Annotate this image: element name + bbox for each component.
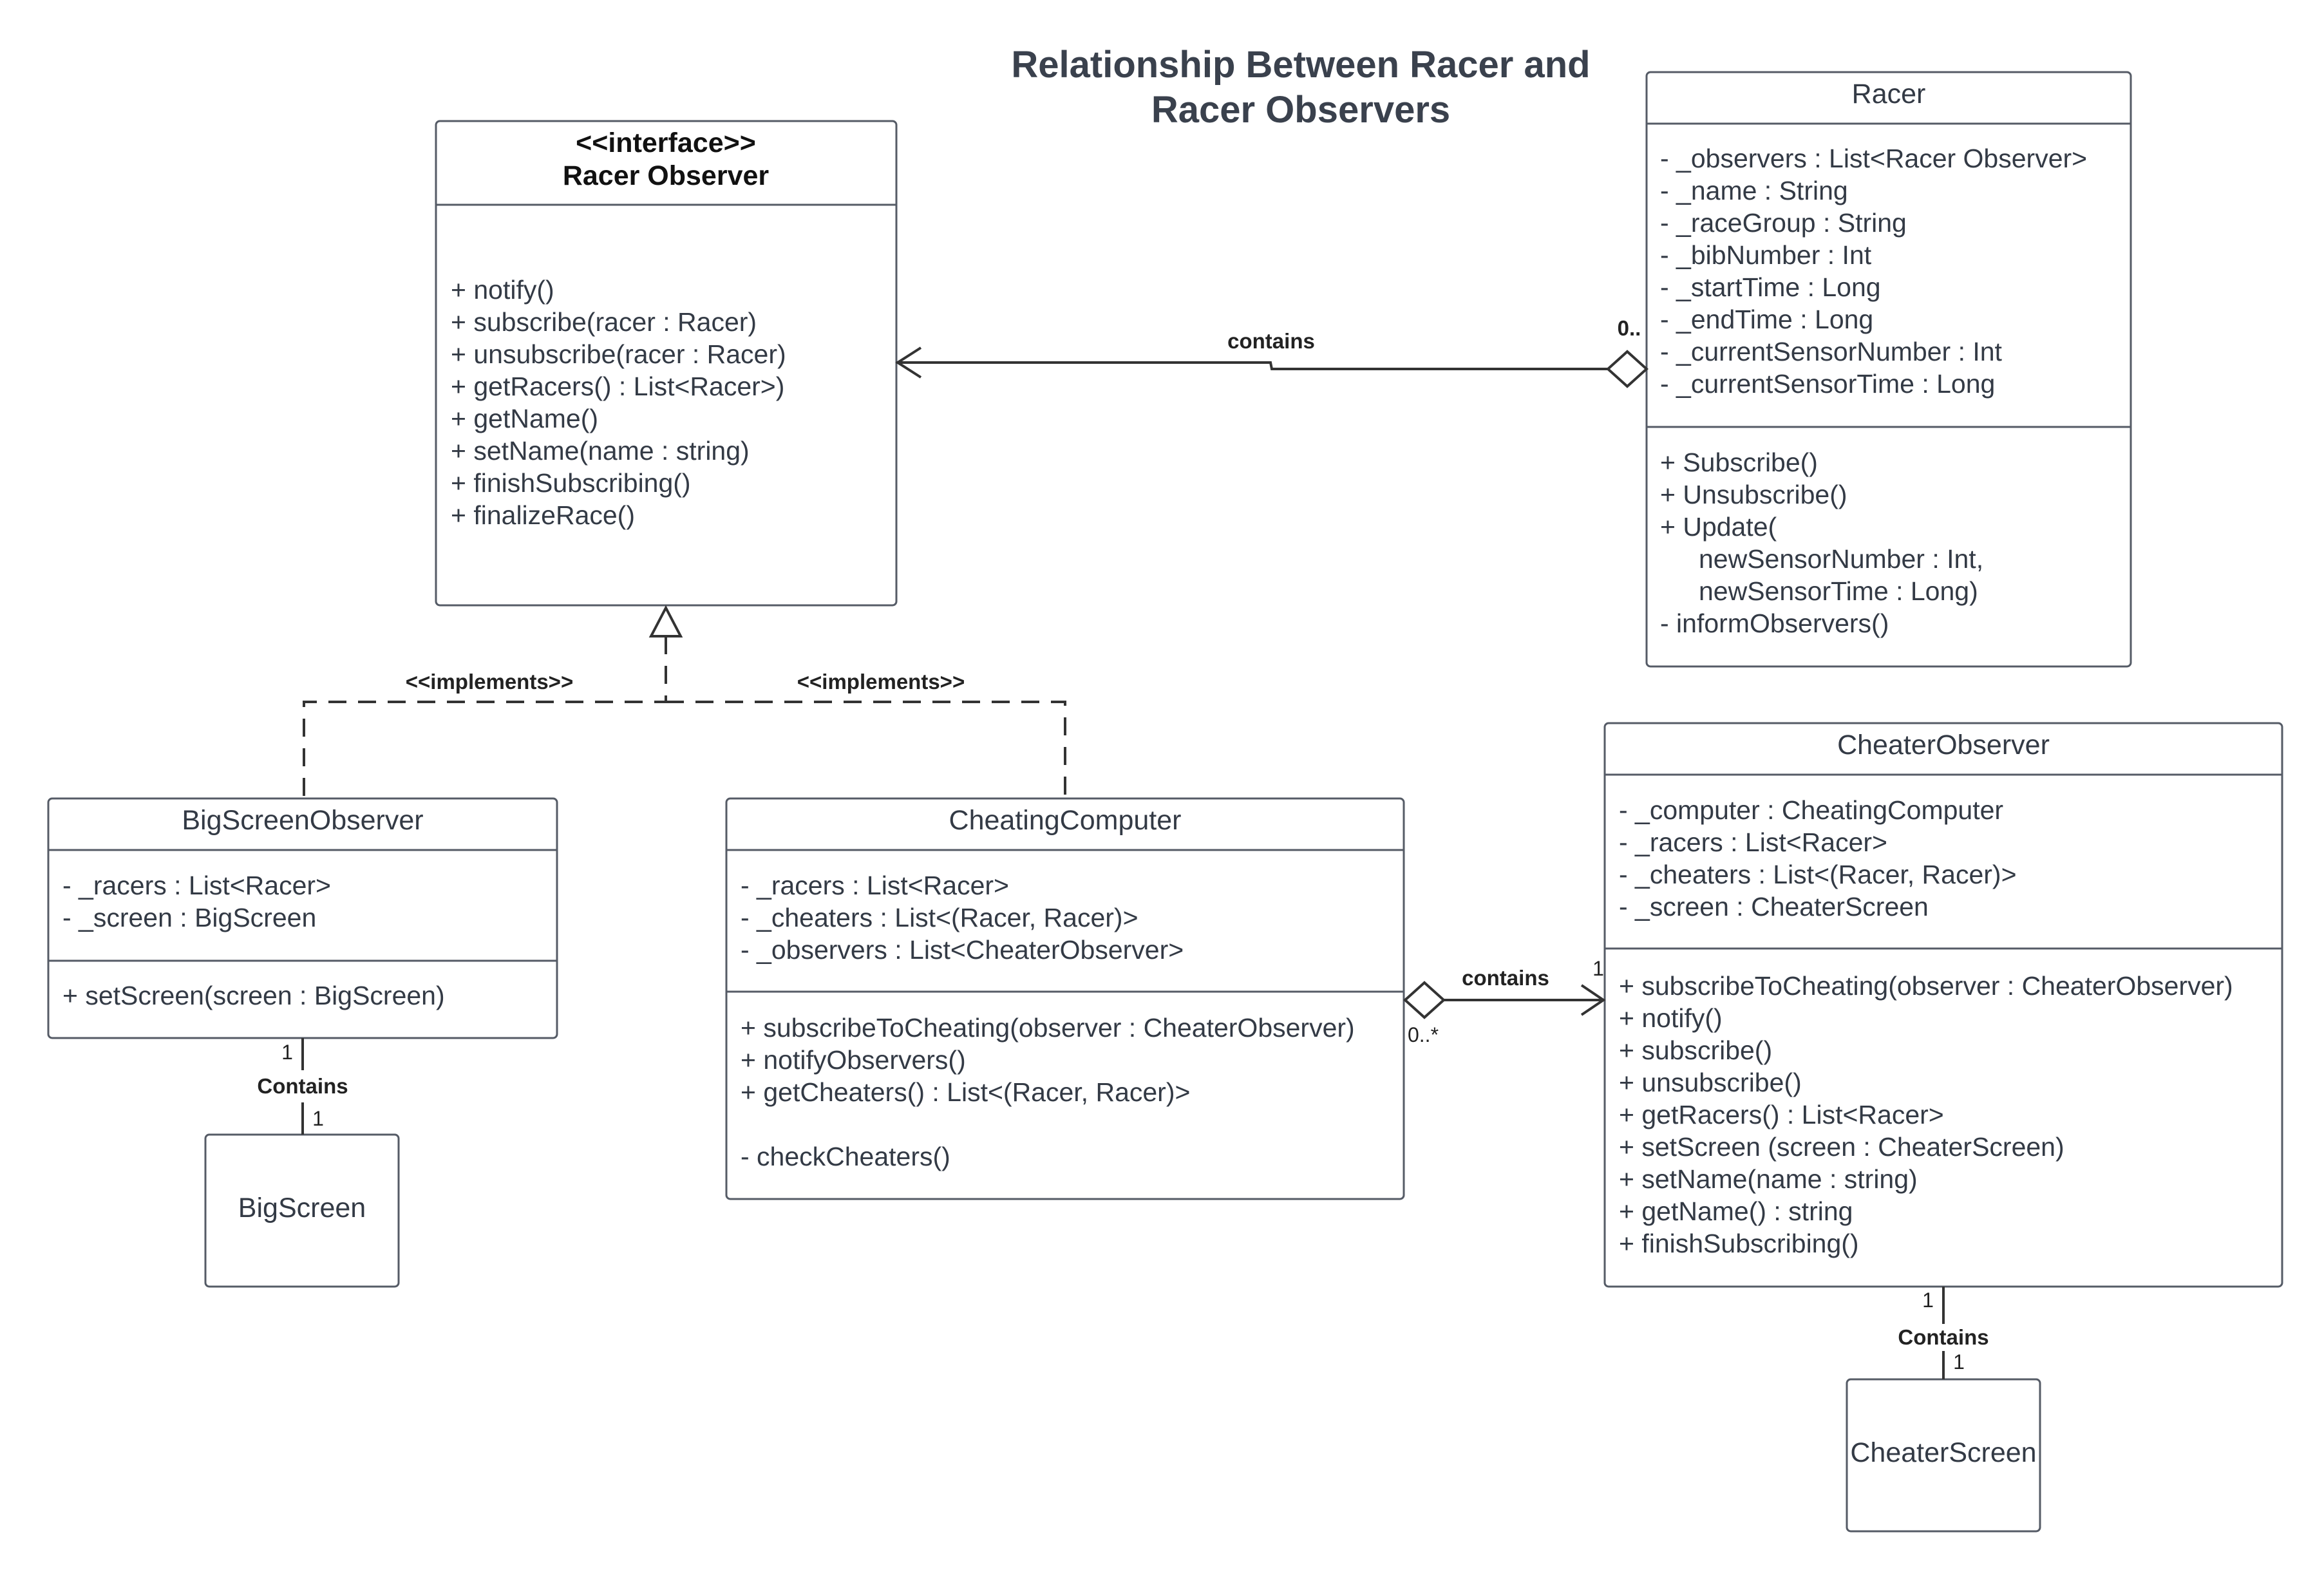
diagram-title-line-1: Relationship Between Racer and <box>1011 44 1590 86</box>
method-text: - informObservers() <box>1660 609 1889 638</box>
multiplicity-label: 1 <box>1592 957 1604 980</box>
attribute-text: - _observers : List<Racer Observer> <box>1660 144 2087 173</box>
method-text: + finishSubscribing() <box>451 468 691 498</box>
method-text: + getRacers() : List<Racer>) <box>451 372 784 401</box>
method-text: + getCheaters() : List<(Racer, Racer)> <box>741 1077 1190 1107</box>
attribute-text: - _observers : List<CheaterObserver> <box>741 935 1184 965</box>
method-text: newSensorNumber : Int, <box>1699 544 1983 574</box>
method-text: + setScreen (screen : CheaterScreen) <box>1619 1132 2064 1162</box>
method-text: + subscribeToCheating(observer : Cheater… <box>741 1013 1355 1043</box>
class-cheater-screen[interactable]: CheaterScreen <box>1846 1378 2041 1533</box>
racer-observer-stereotype: <<interface>> <box>576 127 756 158</box>
attribute-text: - _endTime : Long <box>1660 305 1873 334</box>
method-text: + Subscribe() <box>1660 448 1818 477</box>
method-text: + finishSubscribing() <box>1619 1229 1859 1258</box>
relation-cheaterscreen-contains: Contains 1 1 <box>1898 1287 1989 1379</box>
attribute-text: - _computer : CheatingComputer <box>1619 795 2003 825</box>
attribute-text: - _racers : List<Racer> <box>1619 827 1887 857</box>
diagram-title-line-2: Racer Observers <box>1151 89 1450 131</box>
attribute-text: - _currentSensorNumber : Int <box>1660 337 2003 366</box>
method-text: + unsubscribe(racer : Racer) <box>451 339 786 369</box>
method-text: + setName(name : string) <box>451 436 750 466</box>
class-cheater-observer[interactable]: CheaterObserver - _computer : CheatingCo… <box>1603 722 2283 1288</box>
attribute-text: - _screen : CheaterScreen <box>1619 892 1929 921</box>
attribute-text: - _cheaters : List<(Racer, Racer)> <box>741 903 1138 932</box>
racer-observer-methods: + notify() + subscribe(racer : Racer) + … <box>451 275 786 530</box>
racer-methods: + Subscribe() + Unsubscribe() + Update( … <box>1660 448 1983 638</box>
method-text: + getRacers() : List<Racer> <box>1619 1100 1944 1129</box>
method-text: + finalizeRace() <box>451 500 635 530</box>
aggregation-diamond <box>1606 350 1649 388</box>
attribute-text: - _cheaters : List<(Racer, Racer)> <box>1619 860 2017 889</box>
multiplicity-label: 0..* <box>1408 1023 1439 1046</box>
relation-bigscreen-contains: Contains 1 1 <box>257 1038 348 1135</box>
method-text: - checkCheaters() <box>741 1142 950 1171</box>
attribute-text: - _startTime : Long <box>1660 272 1881 302</box>
method-text: newSensorTime : Long) <box>1699 576 1978 606</box>
method-text: + setName(name : string) <box>1619 1164 1918 1194</box>
multiplicity-label: 1 <box>312 1107 324 1130</box>
relation-label: Contains <box>1898 1325 1989 1349</box>
class-racer[interactable]: Racer - _observers : List<Racer Observer… <box>1645 71 2132 668</box>
method-text: + Update( <box>1660 512 1777 542</box>
multiplicity-label: 1 <box>1953 1350 1965 1374</box>
implements-label-left: <<implements>> <box>406 670 573 694</box>
multiplicity-label: 0.. <box>1618 316 1641 340</box>
relation-label: contains <box>1227 329 1315 353</box>
multiplicity-label: 1 <box>1922 1289 1934 1312</box>
attribute-text: - _bibNumber : Int <box>1660 240 1872 270</box>
method-text: + unsubscribe() <box>1619 1068 1802 1097</box>
big-screen-name: BigScreen <box>238 1193 366 1223</box>
racer-name: Racer <box>1852 79 1926 109</box>
method-text: + Unsubscribe() <box>1660 480 1847 509</box>
multiplicity-label: 1 <box>281 1041 293 1064</box>
attribute-text: - _racers : List<Racer> <box>741 871 1009 900</box>
cheater-screen-name: CheaterScreen <box>1850 1437 2036 1468</box>
cheating-computer-name: CheatingComputer <box>949 805 1182 836</box>
method-text: + notify() <box>451 275 554 305</box>
method-text: + subscribe(racer : Racer) <box>451 307 757 337</box>
method-text: + subscribe() <box>1619 1035 1772 1065</box>
relation-label: Contains <box>257 1074 348 1098</box>
method-text: + subscribeToCheating(observer : Cheater… <box>1619 971 2233 1001</box>
attribute-text: - _raceGroup : String <box>1660 208 1907 238</box>
method-text: + setScreen(screen : BigScreen) <box>62 981 445 1010</box>
relation-computer-contains-cheater-observer: contains 0..* 1 <box>1403 957 1606 1046</box>
class-cheating-computer[interactable]: CheatingComputer - _racers : List<Racer>… <box>725 797 1405 1200</box>
racer-observer-name: Racer Observer <box>563 160 770 191</box>
relation-implements: <<implements>> <<implements>> <box>303 605 1066 798</box>
realization-triangle <box>648 605 683 637</box>
attribute-text: - _currentSensorTime : Long <box>1660 369 1995 399</box>
big-screen-observer-name: BigScreenObserver <box>182 805 423 836</box>
relation-racer-contains-observer: contains 0.. <box>895 316 1649 388</box>
method-text: + getName() <box>451 404 598 433</box>
attribute-text: - _name : String <box>1660 176 1848 205</box>
method-text: + notify() <box>1619 1003 1723 1033</box>
attribute-text: - _racers : List<Racer> <box>62 871 331 900</box>
attribute-text: - _screen : BigScreen <box>62 903 316 932</box>
relation-label: contains <box>1462 966 1549 990</box>
class-racer-observer[interactable]: <<interface>> Racer Observer + notify() … <box>435 120 898 607</box>
method-text: + getName() : string <box>1619 1196 1853 1226</box>
racer-attributes: - _observers : List<Racer Observer> - _n… <box>1660 144 2087 399</box>
aggregation-diamond <box>1403 981 1446 1019</box>
cheater-observer-name: CheaterObserver <box>1837 730 2050 760</box>
implements-label-right: <<implements>> <box>797 670 965 694</box>
method-text: + notifyObservers() <box>741 1045 966 1075</box>
class-big-screen[interactable]: BigScreen <box>204 1133 400 1288</box>
class-big-screen-observer[interactable]: BigScreenObserver - _racers : List<Racer… <box>47 797 558 1039</box>
